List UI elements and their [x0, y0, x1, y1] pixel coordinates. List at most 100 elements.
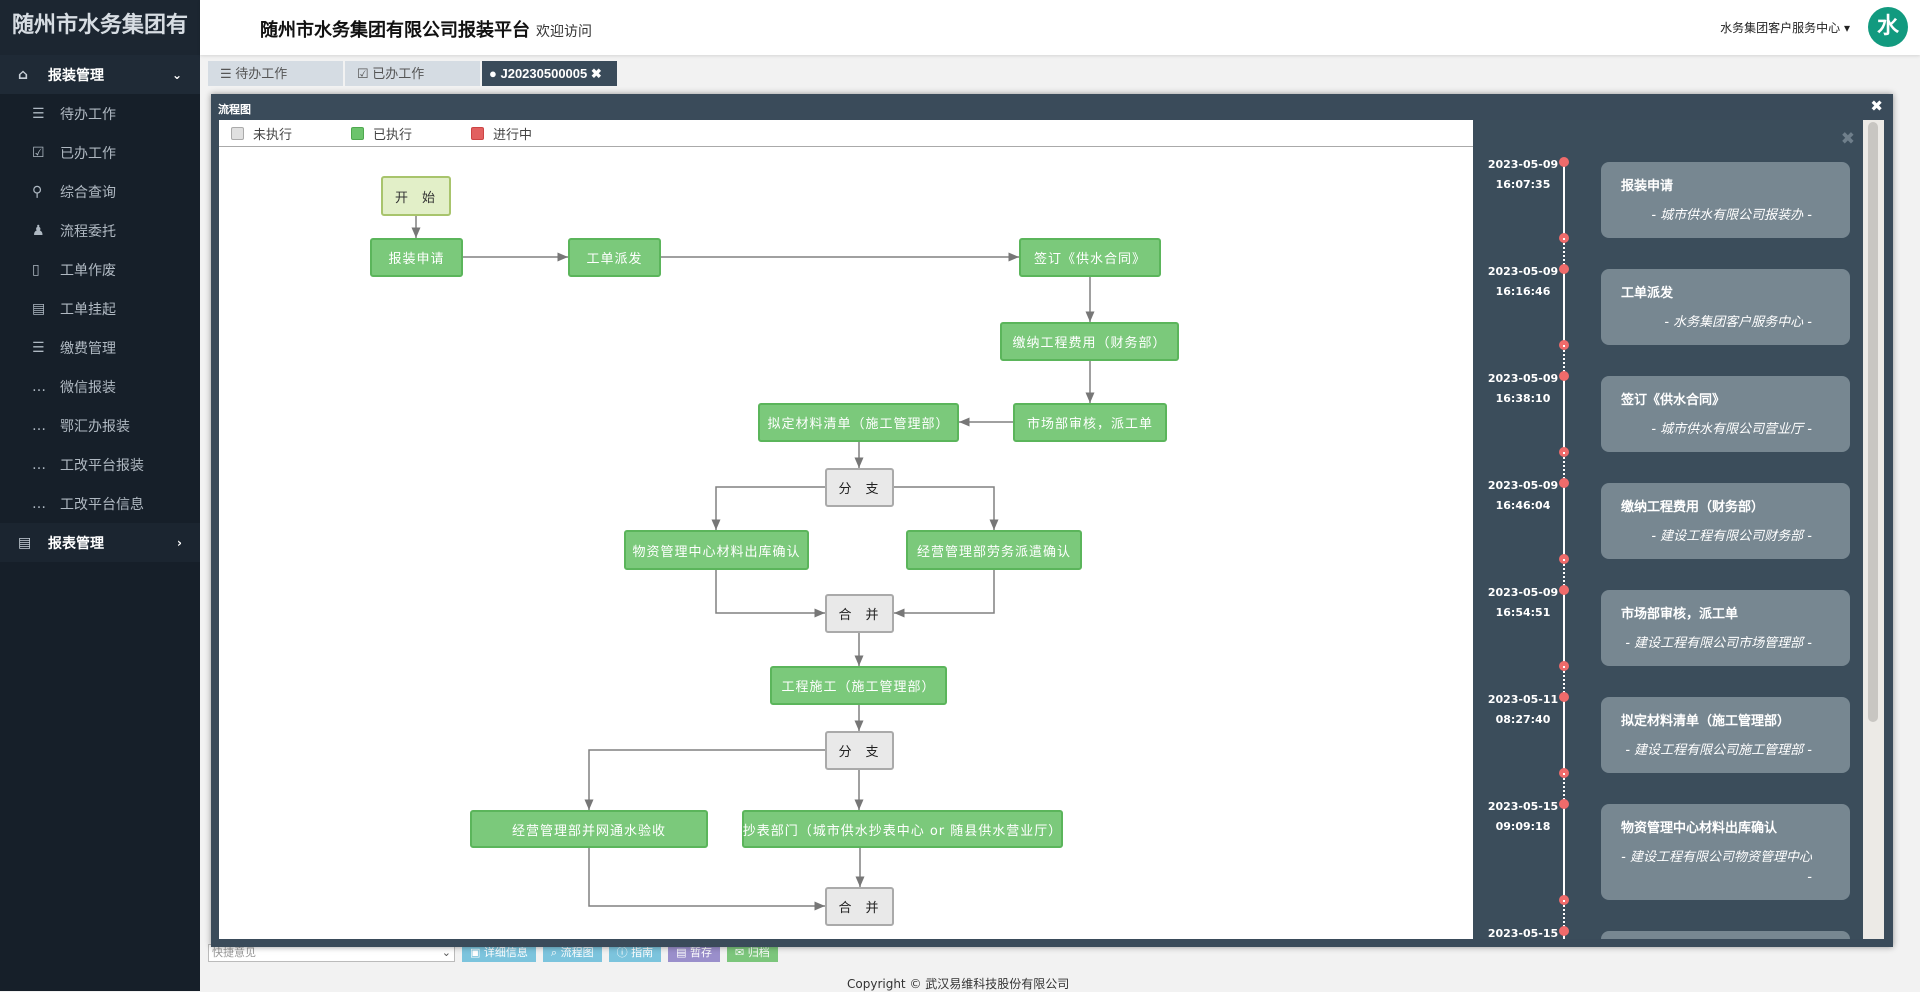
tab-todo[interactable]: ☰ 待办工作	[208, 61, 343, 86]
flow-node-start[interactable]: 开始	[381, 176, 451, 216]
file-zip-icon: ▤	[32, 300, 46, 317]
sidebar-item[interactable]: … 工改平台报装	[0, 445, 200, 484]
copyright: Copyright © 武汉易维科技股份有限公司	[847, 977, 1070, 991]
flow-edge	[588, 848, 825, 911]
comment-icon: …	[32, 456, 46, 473]
chevron-down-icon: ⌄	[441, 945, 451, 959]
legend-label: 已执行	[373, 127, 413, 143]
flow-node-n9[interactable]: 工程施工（施工管理部）	[770, 666, 947, 705]
sidebar-item[interactable]: ▤ 工单挂起	[0, 289, 200, 328]
sidebar-item[interactable]: ▯工单作废	[0, 250, 200, 289]
button-label: 流程图	[560, 946, 594, 959]
timeline-time: 16:38:10	[1495, 392, 1551, 405]
legend-label: 进行中	[493, 127, 533, 143]
flow-node-g1[interactable]: 分支	[825, 468, 894, 507]
flow-node-g2[interactable]: 分支	[825, 731, 894, 770]
chevron-down-icon: ⌄	[171, 67, 182, 82]
legend: 未执行 已执行 进行中	[219, 120, 1473, 147]
timeline-org: - 城市供水有限公司营业厅 -	[1651, 422, 1812, 437]
timeline-date: 2023-05-09	[1487, 479, 1559, 492]
comment-icon: …	[32, 378, 46, 395]
action-button[interactable]: ▣ 详细信息	[462, 943, 536, 962]
timeline-date: 2023-05-09	[1487, 158, 1559, 171]
close-tab-icon[interactable]: ✖	[590, 66, 602, 81]
close-icon[interactable]: ✖	[1870, 97, 1883, 115]
sidebar-item[interactable]: ♟流程委托	[0, 211, 200, 250]
scrollbar[interactable]	[1863, 120, 1884, 939]
timeline-connector	[1563, 238, 1565, 269]
sidebar-item-label: 已办工作	[60, 145, 116, 162]
flow-node-n1[interactable]: 报装申请	[370, 238, 463, 277]
avatar[interactable]: 水	[1868, 7, 1908, 47]
page-title: 随州市水务集团有限公司报装平台欢迎访问	[260, 16, 592, 42]
file-text-icon: ▤	[18, 534, 32, 551]
sidebar-item-label: 工单挂起	[60, 301, 116, 318]
timeline-time: 16:16:46	[1495, 285, 1551, 298]
timeline-entry: 2023-05-09 16:07:35 报装申请- 城市供水有限公司报装办 -	[1473, 157, 1863, 269]
sidebar-item[interactable]: …微信报装	[0, 367, 200, 406]
sidebar-item[interactable]: …鄂汇办报装	[0, 406, 200, 445]
legend-label: 未执行	[253, 127, 293, 143]
flow-node-n7[interactable]: 物资管理中心材料出库确认	[624, 530, 809, 570]
timeline-org: - 建设工程有限公司物资管理中心 -	[1621, 850, 1812, 885]
sidebar-item[interactable]: ☰缴费管理	[0, 328, 200, 367]
timeline-step: 签订《供水合同》	[1621, 393, 1726, 408]
flow-node-n5[interactable]: 市场部审核，派工单	[1013, 403, 1167, 442]
flow-node-m1[interactable]: 合并	[825, 594, 894, 633]
flow-node-n6[interactable]: 拟定材料清单（施工管理部）	[758, 403, 959, 442]
timeline-dot	[1559, 371, 1569, 381]
modal-title: 流程图	[218, 103, 251, 116]
timeline-card: 缴纳工程费用（财务部）- 建设工程有限公司财务部 -	[1601, 483, 1850, 559]
button-icon: ▤	[676, 946, 687, 959]
close-icon[interactable]: ✖	[1840, 129, 1855, 149]
sidebar-group-reports[interactable]: ▤ 报表管理 ›	[0, 523, 200, 562]
sidebar-item-label: 鄂汇办报装	[60, 418, 130, 435]
timeline-card: 经营管理部劳务派遣确认	[1601, 931, 1850, 939]
circle-icon: ●	[489, 66, 497, 81]
tab-done[interactable]: ☑ 已办工作	[345, 61, 480, 86]
timeline-time: 16:46:04	[1495, 499, 1551, 512]
flow-node-n3[interactable]: 签订《供水合同》	[1019, 238, 1161, 277]
sidebar-item[interactable]: ☑已办工作	[0, 133, 200, 172]
timeline-org: - 建设工程有限公司财务部 -	[1651, 529, 1812, 544]
flow-canvas: 未执行 已执行 进行中 开始报装申请 工单派发 签订《供水合同》缴纳工程费用（财务部） 市…	[219, 120, 1473, 939]
quick-opinion-placeholder: 快捷意见	[212, 945, 256, 959]
sidebar-item-label: 流程委托	[60, 223, 116, 240]
sidebar-item[interactable]: ⚲综合查询	[0, 172, 200, 211]
flow-node-n8[interactable]: 经营管理部劳务派遣确认	[906, 530, 1082, 570]
action-button[interactable]: ⌕ 流程图	[542, 943, 602, 962]
sidebar-item[interactable]: …工改平台信息	[0, 484, 200, 523]
action-button[interactable]: ▤ 暂存	[668, 943, 720, 962]
timeline-dot	[1559, 926, 1569, 936]
list-icon: ☰	[32, 105, 45, 122]
action-button[interactable]: ⓘ 指南	[608, 943, 662, 962]
legend-item: 未执行	[231, 124, 339, 143]
sidebar-item-label: 综合查询	[60, 184, 116, 201]
tab-label: J20230500005	[500, 66, 588, 81]
flow-node-n2[interactable]: 工单派发	[568, 238, 661, 277]
timeline-card: 报装申请- 城市供水有限公司报装办 -	[1601, 162, 1850, 238]
sidebar-item-label: 工改平台报装	[60, 457, 144, 474]
timeline-step: 报装申请	[1621, 179, 1674, 194]
flow-node-n11[interactable]: 抄表部门（城市供水抄表中心 or 随县供水营业厅）	[742, 810, 1063, 848]
timeline-time: 16:54:51	[1495, 606, 1551, 619]
flow-node-n10[interactable]: 经营管理部并网通水验收	[470, 810, 708, 848]
scrollbar-thumb[interactable]	[1868, 122, 1878, 722]
action-button[interactable]: ✉ 归档	[726, 943, 778, 962]
tab-order[interactable]: ● J20230500005 ✖	[482, 61, 617, 86]
legend-item: 已执行	[351, 124, 459, 143]
button-icon: ⌕	[550, 946, 558, 959]
legend-swatch	[351, 126, 364, 140]
timeline-card: 市场部审核，派工单- 建设工程有限公司市场管理部 -	[1601, 590, 1850, 666]
user-menu[interactable]: 水务集团客户服务中心 ▾	[1720, 19, 1850, 36]
sidebar-item-label: 待办工作	[60, 106, 116, 123]
sidebar-item[interactable]: ☰ 待办工作	[0, 94, 200, 133]
flow-node-n4[interactable]: 缴纳工程费用（财务部）	[1000, 322, 1179, 361]
timeline-time: 16:07:35	[1495, 178, 1551, 191]
sidebar-group-install[interactable]: ⌂ 报装管理 ⌄	[0, 55, 200, 94]
platform-title: 随州市水务集团有限公司报装平台	[260, 20, 530, 41]
flow-node-m2[interactable]: 合并	[825, 887, 894, 926]
